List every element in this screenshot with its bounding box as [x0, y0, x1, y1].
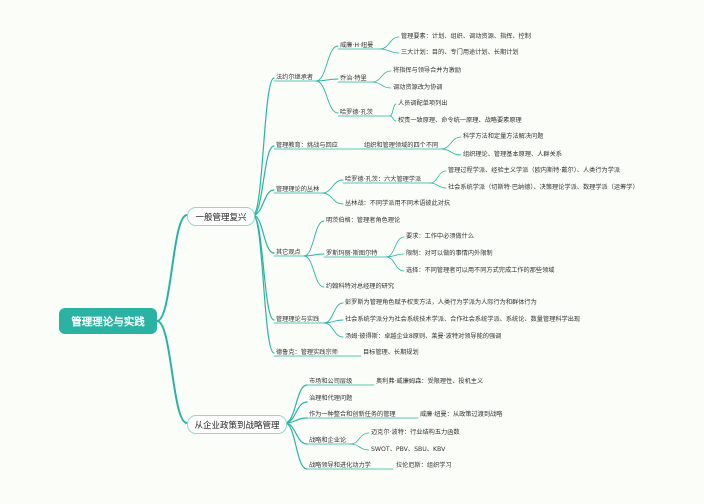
leaf-stewart-demands[interactable]: 要求：工作中必须做什么 [406, 233, 475, 240]
connector-4 [252, 189, 275, 216]
connector-34 [303, 220, 325, 257]
connector-24 [389, 103, 397, 117]
node-fayol-successors[interactable]: 法约尔继承者 [276, 74, 314, 81]
node-stewart[interactable]: 罗斯玛丽·斯图尔特 [326, 250, 378, 257]
connector-39 [385, 253, 405, 258]
connector-43 [323, 322, 344, 338]
connector-35 [303, 253, 325, 257]
connector-7 [252, 214, 275, 354]
node-koontz[interactable]: 哈罗德·孔茨 [340, 109, 373, 116]
leaf-kotter[interactable]: 约翰科特对总经理的研究 [326, 283, 395, 290]
leaf-stewart-constraints[interactable]: 限制：对可以做的事情内外限制 [406, 250, 493, 257]
leaf-social-tech-school[interactable]: 社会系统学派分为社会系统技术学派、合作社会系统学派、系统论、数量管理科学出现 [345, 316, 581, 323]
leaf-tom-peters[interactable]: 汤姆·彼得斯：卓越企业8原则、莱曼·波特对领导能的强调 [345, 333, 502, 340]
leaf-process-school[interactable]: 管理过程学派、经验主义学派（欧内斯特·戴尔）、人类行为学派 [448, 167, 621, 174]
connector-14 [315, 45, 339, 82]
node-koontz-six-schools[interactable]: 哈罗德·孔茨：六大管理学派 [345, 176, 422, 183]
connector-23 [371, 81, 392, 89]
connector-25 [389, 115, 397, 122]
connector-30 [321, 192, 344, 205]
connector-28 [440, 148, 462, 156]
leaf-mintzberg[interactable]: 明茨伯格：管理者角色理论 [326, 217, 401, 224]
leaf-scientific-methods[interactable]: 科学方法和定量方法解决问题 [463, 133, 544, 140]
connector-27 [440, 136, 462, 150]
connector-22 [371, 70, 392, 83]
leaf-newman-plans[interactable]: 三大计划：目的、专门用途计划、长期计划 [401, 49, 519, 56]
node-markets-hierarchies[interactable]: 市场和公司层级 [309, 378, 353, 385]
connector-47 [284, 417, 308, 424]
node-other-views[interactable]: 其它观点 [276, 249, 301, 256]
connector-2 [252, 77, 275, 216]
node-integration-innovation[interactable]: 作为一种整合和创新任务的管理 [309, 411, 396, 418]
leaf-swot[interactable]: SWOT、PBV、SBU、KBV [371, 446, 446, 453]
leaf-stewart-choices[interactable]: 选择：不同管理者可以用不同方式完成工作的那些领域 [406, 267, 555, 274]
root-node[interactable]: 管理理论与实践 [59, 308, 157, 334]
leaf-koontz-staffing[interactable]: 人员调配单项列出 [398, 100, 448, 107]
leaf-terry-motivation[interactable]: 将指挥与领导合并为激励 [393, 67, 462, 74]
node-drucker[interactable]: 德鲁克：管理实践宗师 [276, 349, 338, 356]
leaf-williamson[interactable]: 奥利弗·威廉姆森：受限理性、投机主义 [376, 378, 484, 385]
leaf-learning-org[interactable]: 拉伦厄斯：组织学习 [396, 462, 452, 469]
connector-45 [284, 384, 308, 424]
node-mgmt-education[interactable]: 管理教育：挑战与回应 [276, 142, 338, 149]
connector-6 [252, 214, 275, 321]
node-governance-agency[interactable]: 治理和代理问题 [309, 395, 353, 402]
connector-42 [323, 319, 344, 324]
leaf-newman-elements[interactable]: 管理要素：计划、组织、调动资源、指挥、控制 [401, 33, 531, 40]
connector-1 [156, 320, 188, 424]
connector-29 [321, 179, 344, 194]
branch-policy-to-strategy[interactable]: 从企业政策到战略管理 [187, 415, 287, 434]
connector-21 [379, 48, 400, 54]
leaf-porter[interactable]: 迈克尔·波特：行业结构五力函数 [371, 429, 460, 436]
branch-general-management-revival[interactable]: 一般管理复兴 [187, 207, 255, 226]
connector-38 [385, 236, 405, 258]
node-mgmt-theory-practice[interactable]: 管理理论与实践 [276, 316, 320, 323]
connector-54 [349, 432, 370, 445]
leaf-penrose[interactable]: 彭罗斯为管理角色赋予权变方法，人类行为学派为人际行为和群体行为 [345, 299, 537, 306]
connector-55 [349, 443, 370, 451]
connector-20 [379, 36, 400, 50]
connector-41 [323, 302, 344, 324]
node-terry[interactable]: 乔治·特里 [340, 75, 367, 82]
connector-15 [315, 78, 339, 82]
connector-3 [252, 145, 275, 216]
node-theory-jungle[interactable]: 管理理论的丛林 [276, 186, 320, 193]
node-strategy-enterprise[interactable]: 战略和企业论 [309, 437, 347, 444]
leaf-jungle-war[interactable]: 丛林战：不同学派用不同术语彼此对抗 [345, 200, 451, 207]
connector-36 [303, 255, 325, 288]
leaf-koontz-principles[interactable]: 权责一致原理、命令统一原理、战略要素原理 [398, 117, 522, 124]
node-newman[interactable]: 威廉·H·纽曼 [340, 42, 374, 49]
node-four-differences[interactable]: 组织和管理领域的四个不同 [364, 142, 439, 149]
leaf-social-system-school[interactable]: 社会系统学派（切斯特·巴纳德）、决策理论学派、数理学派（运筹学） [448, 184, 639, 191]
connector-49 [284, 422, 308, 470]
leaf-terry-coordination[interactable]: 调动资源改为协调 [393, 84, 443, 91]
connector-16 [315, 80, 339, 114]
connector-32 [429, 170, 447, 184]
node-strategic-leadership[interactable]: 战略领导和进化动力学 [309, 462, 371, 469]
leaf-mbo[interactable]: 目标管理、长期规划 [363, 349, 419, 356]
leaf-organization-theory[interactable]: 组织理论、管理基本原理、人群关系 [463, 151, 562, 158]
connector-48 [284, 422, 308, 445]
connector-33 [429, 182, 447, 189]
connector-40 [385, 256, 405, 272]
connector-0 [156, 214, 188, 322]
leaf-newman-strategy[interactable]: 威廉·纽曼：从政策过渡到战略 [420, 411, 503, 418]
